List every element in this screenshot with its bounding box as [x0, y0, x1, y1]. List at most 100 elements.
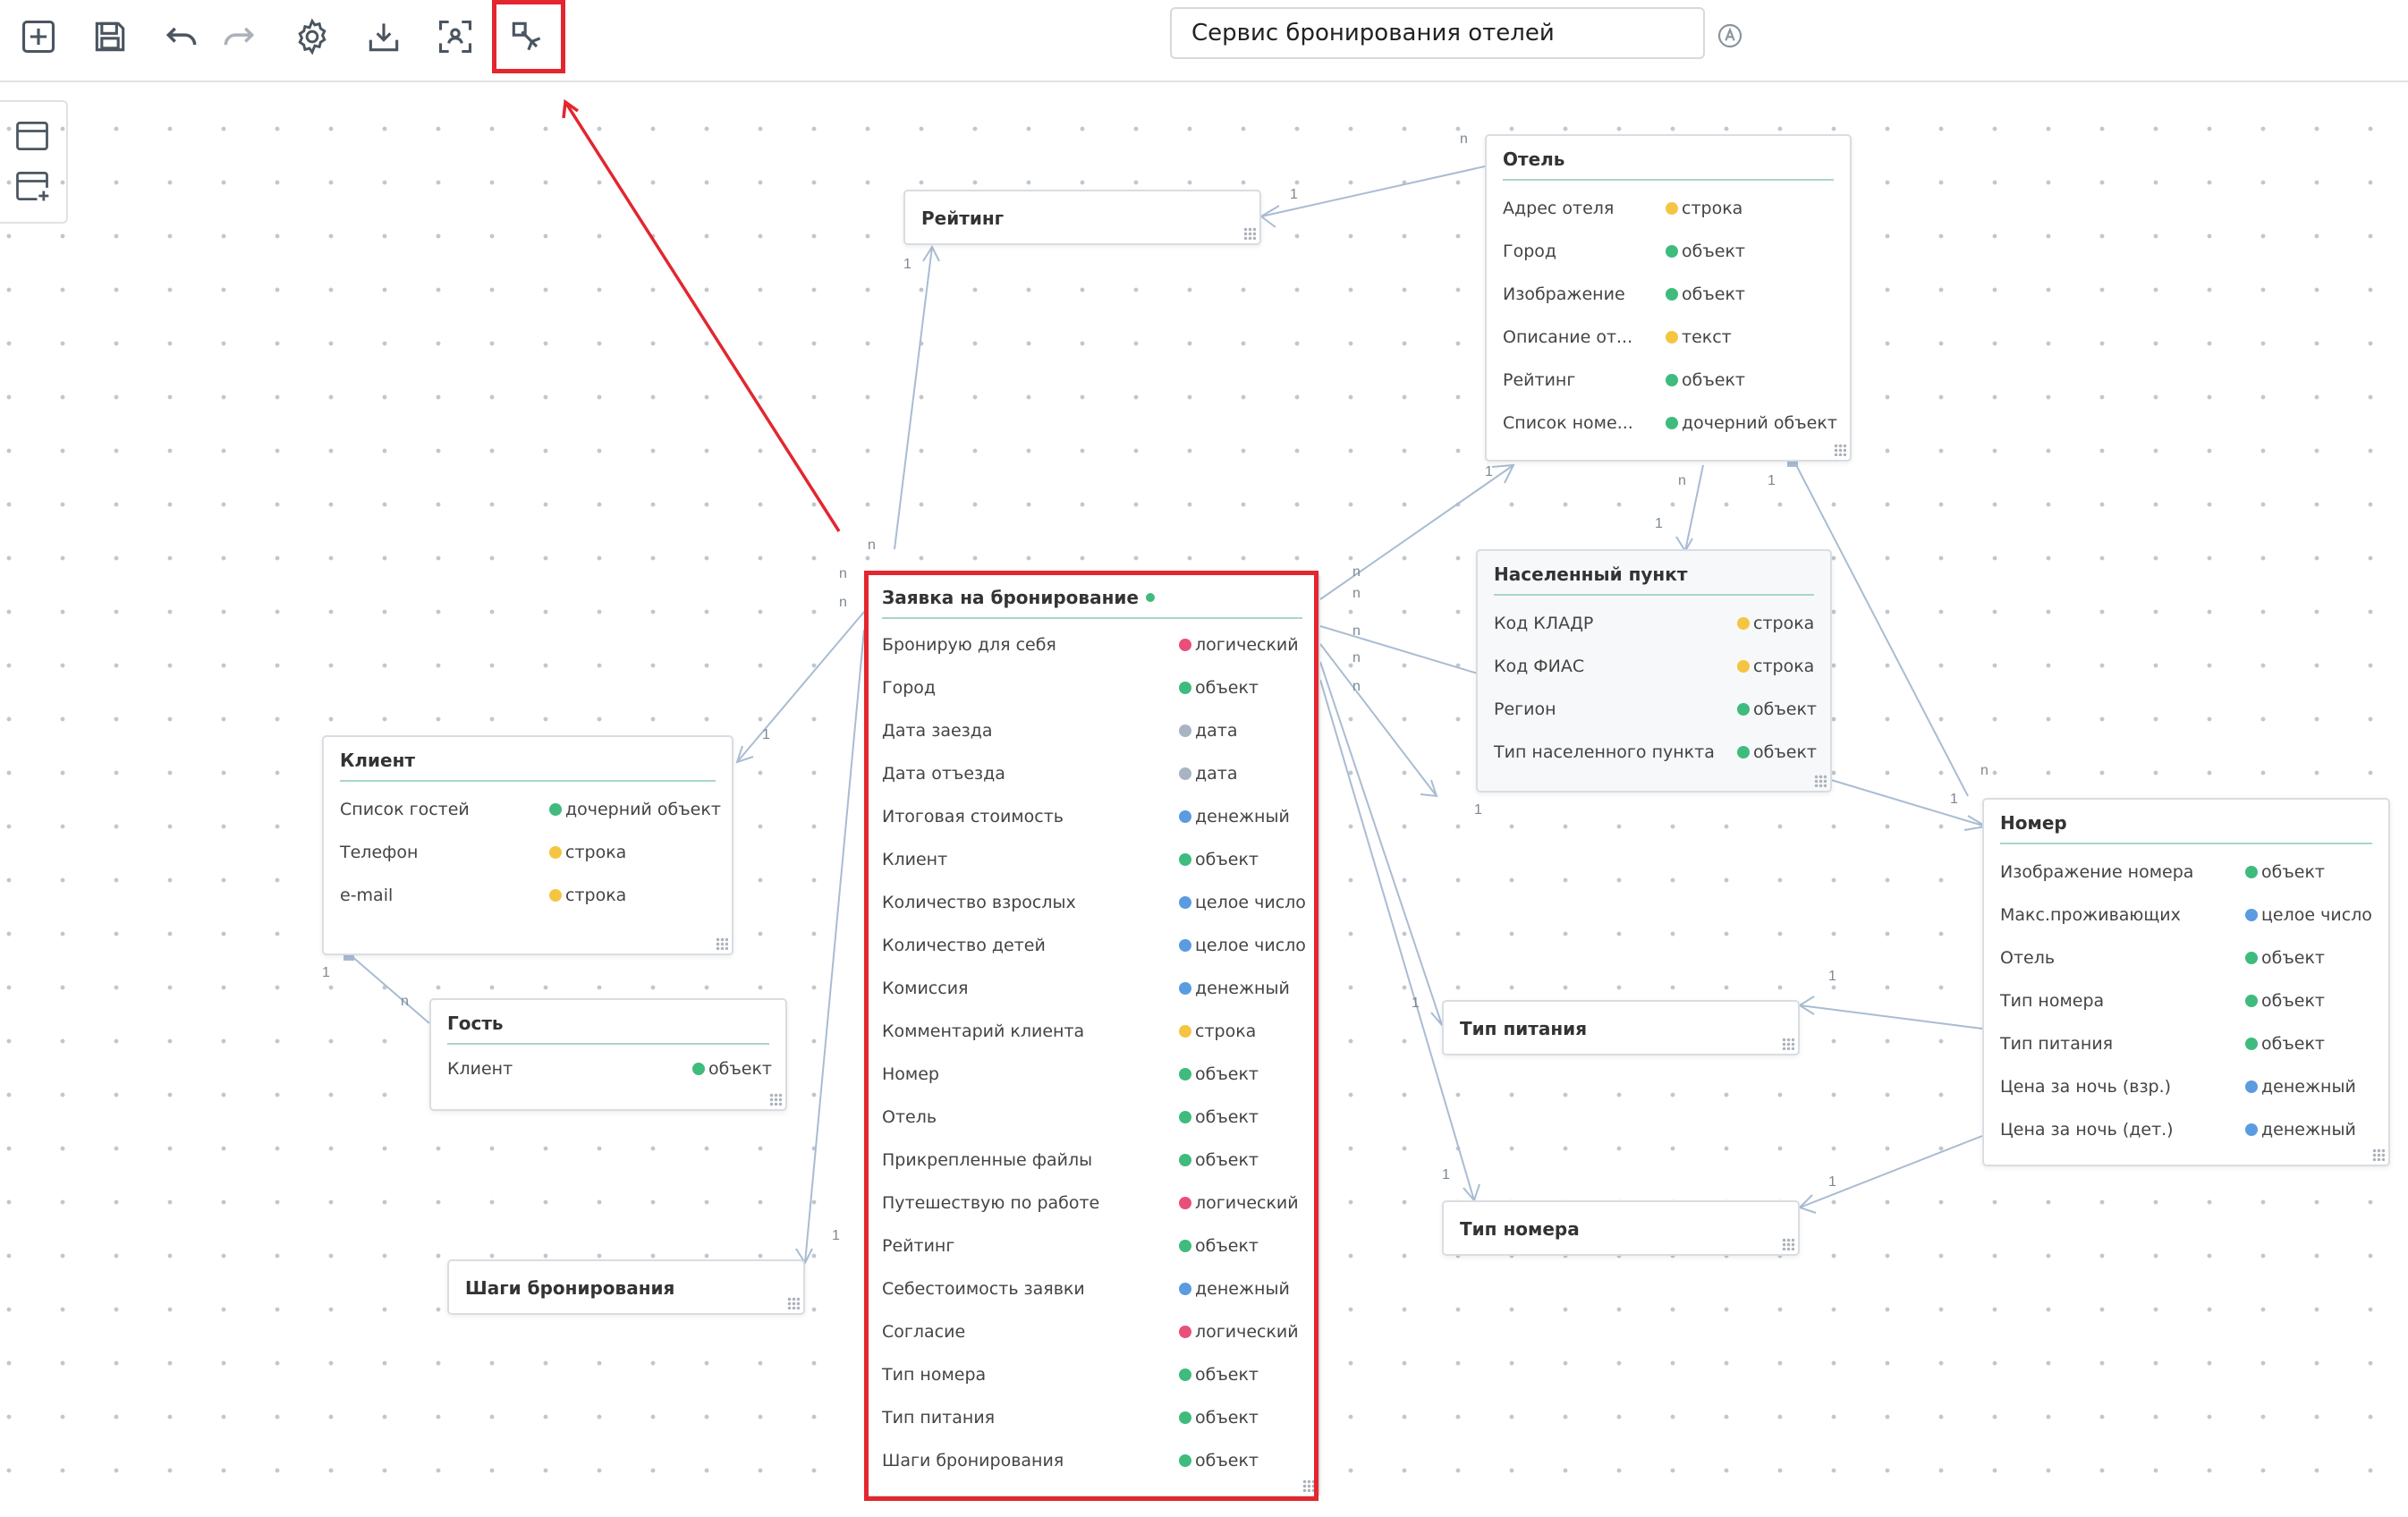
active-indicator [1145, 593, 1155, 602]
entity-meal-type[interactable]: Тип питания [1442, 1000, 1800, 1055]
field-type: текст [1666, 327, 1732, 347]
field-name[interactable]: Себестоимость заявки [882, 1279, 1085, 1299]
field-name[interactable]: Код КЛАДР [1494, 614, 1594, 633]
add-icon[interactable] [11, 9, 66, 64]
field-type: объект [2245, 862, 2325, 882]
field-type-label: объект [2261, 948, 2325, 968]
field-name[interactable]: Тип номера [882, 1365, 987, 1385]
field-name[interactable]: Список гостей [340, 800, 470, 819]
field-name[interactable]: Изображение номера [2000, 862, 2194, 882]
undo-icon[interactable] [154, 9, 209, 64]
resize-handle[interactable] [769, 1093, 782, 1106]
field-type-label: объект [708, 1059, 772, 1079]
field-name[interactable]: Отель [2000, 948, 2056, 968]
field-name[interactable]: Код ФИАС [1494, 657, 1585, 676]
highlight-booking-entity [864, 571, 1318, 1501]
field-name[interactable]: Количество взрослых [882, 893, 1076, 912]
edit-tool-icon[interactable] [499, 9, 555, 64]
field-name[interactable]: Описание от... [1503, 327, 1633, 347]
resize-handle[interactable] [1782, 1238, 1794, 1250]
resize-handle[interactable] [716, 937, 728, 950]
field-name[interactable]: Город [882, 678, 937, 698]
field-name[interactable]: Согласие [882, 1322, 966, 1342]
field-name[interactable]: Клиент [447, 1059, 513, 1079]
type-dot-icon [1179, 1111, 1191, 1123]
settings-icon[interactable] [284, 9, 340, 64]
entity-booking-steps[interactable]: Шаги бронирования [447, 1259, 805, 1315]
field-name[interactable]: Количество детей [882, 936, 1046, 955]
field-name[interactable]: Тип номера [2000, 991, 2105, 1011]
field-name[interactable]: Тип питания [2000, 1034, 2114, 1054]
field-type: целое число [1179, 936, 1306, 955]
field-type-label: строка [1682, 199, 1743, 218]
resize-handle[interactable] [2372, 1148, 2385, 1161]
field-name[interactable]: Комментарий клиента [882, 1021, 1085, 1041]
field-type-label: строка [1753, 657, 1815, 676]
field-name[interactable]: Город [1503, 242, 1557, 261]
field-name[interactable]: Клиент [882, 850, 948, 869]
resize-handle[interactable] [1243, 227, 1256, 240]
field-type-label: целое число [1195, 936, 1306, 955]
type-dot-icon [2245, 909, 2258, 921]
type-dot-icon [1666, 288, 1678, 301]
field-type: дочерний объект [549, 800, 721, 819]
save-icon[interactable] [82, 9, 138, 64]
field-name[interactable]: Адрес отеля [1503, 199, 1615, 218]
field-type-label: объект [1195, 678, 1259, 698]
field-type: логический [1179, 1193, 1299, 1213]
field-name[interactable]: Изображение [1503, 284, 1625, 304]
field-name[interactable]: Комиссия [882, 979, 969, 998]
field-type: объект [1179, 1408, 1259, 1428]
field-name[interactable]: Отель [882, 1107, 937, 1127]
field-name[interactable]: e-mail [340, 886, 394, 905]
field-name[interactable]: Рейтинг [1503, 370, 1576, 390]
field-name[interactable]: Дата отъезда [882, 764, 1005, 784]
field-name[interactable]: Рейтинг [882, 1236, 955, 1256]
entity-title: Тип питания [1460, 1018, 1588, 1039]
project-title-field[interactable]: Сервис бронирования отелей [1170, 7, 1705, 59]
field-name[interactable]: Тип населенного пункта [1494, 742, 1715, 762]
field-type: объект [2245, 1034, 2325, 1054]
field-name[interactable]: Прикрепленные файлы [882, 1150, 1093, 1170]
download-icon[interactable] [356, 9, 411, 64]
type-dot-icon [549, 889, 562, 902]
field-name[interactable]: Дата заезда [882, 721, 993, 741]
field-name[interactable]: Цена за ночь (дет.) [2000, 1120, 2174, 1140]
resize-handle[interactable] [787, 1297, 800, 1309]
field-name[interactable]: Путешествую по работе [882, 1193, 1100, 1213]
field-name[interactable]: Итоговая стоимость [882, 807, 1064, 826]
auto-mode-icon[interactable] [1716, 21, 1744, 50]
field-name[interactable]: Шаги бронирования [882, 1451, 1064, 1470]
field-name[interactable]: Бронирую для себя [882, 635, 1056, 655]
field-name[interactable]: Список номе... [1503, 413, 1633, 433]
type-dot-icon [2245, 1123, 2258, 1136]
field-name[interactable]: Регион [1494, 699, 1556, 719]
resize-handle[interactable] [1302, 1479, 1315, 1492]
field-name[interactable]: Телефон [340, 843, 419, 862]
resize-handle[interactable] [1782, 1038, 1794, 1050]
resize-handle[interactable] [1814, 775, 1827, 787]
field-name[interactable]: Цена за ночь (взр.) [2000, 1077, 2172, 1097]
focus-icon[interactable] [428, 9, 483, 64]
field-type-label: объект [1682, 242, 1745, 261]
field-name[interactable]: Номер [882, 1064, 939, 1084]
redo-icon[interactable] [211, 9, 267, 64]
resize-handle[interactable] [1834, 444, 1846, 456]
field-type: строка [1737, 614, 1814, 633]
entity-room-type[interactable]: Тип номера [1442, 1200, 1800, 1256]
type-dot-icon [1179, 853, 1191, 866]
field-type-label: объект [2261, 991, 2325, 1011]
field-type: денежный [1179, 1279, 1290, 1299]
field-type: объект [1179, 1150, 1259, 1170]
entity-rating[interactable]: Рейтинг [903, 190, 1261, 245]
field-type-label: дочерний объект [1682, 413, 1837, 433]
field-type-label: текст [1682, 327, 1732, 347]
field-name[interactable]: Макс.проживающих [2000, 905, 2181, 925]
field-name[interactable]: Тип питания [882, 1408, 996, 1428]
entity-booking[interactable]: Заявка на бронирование Бронирую для себя… [864, 572, 1320, 1497]
